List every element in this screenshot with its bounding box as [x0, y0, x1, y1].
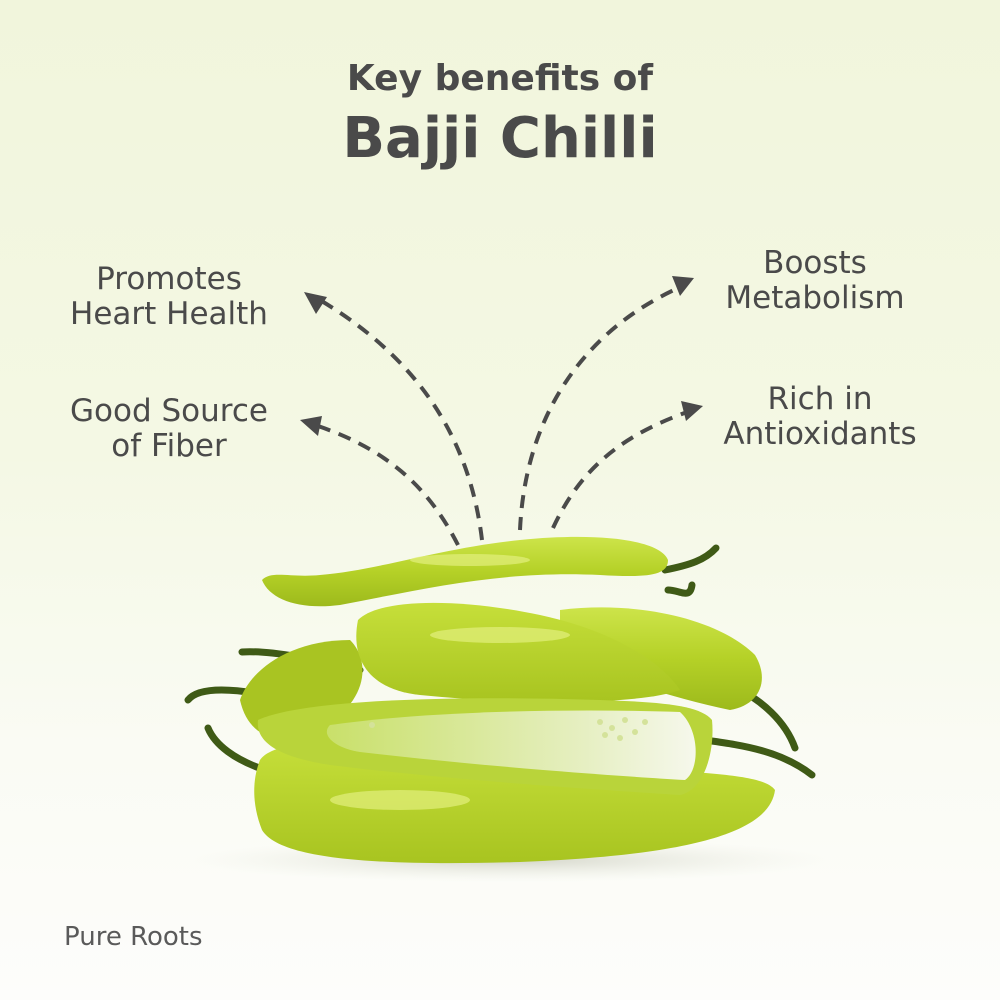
arrow-antioxidants-icon: [551, 408, 694, 529]
arrow-heart-icon: [318, 298, 484, 541]
benefit-heart-line1: Promotes: [96, 261, 242, 297]
benefit-metabolism: Boosts Metabolism: [690, 246, 940, 316]
benefit-fiber: Good Source of Fiber: [40, 394, 298, 464]
benefit-antioxidants-line1: Rich in: [767, 381, 873, 417]
benefit-fiber-line2: of Fiber: [111, 428, 227, 464]
title-line-1: Key benefits of: [346, 58, 654, 99]
benefit-fiber-line1: Good Source: [70, 393, 268, 429]
benefit-metabolism-line2: Metabolism: [725, 280, 905, 316]
benefit-metabolism-line1: Boosts: [763, 245, 867, 281]
benefit-heart-health: Promotes Heart Health: [40, 262, 298, 332]
title-line-2: Bajji Chilli: [342, 106, 658, 171]
benefit-heart-line2: Heart Health: [70, 296, 268, 332]
brand-name: Pure Roots: [64, 922, 203, 952]
arrow-metabolism-icon: [518, 283, 686, 531]
benefit-antioxidants-line2: Antioxidants: [723, 416, 917, 452]
arrow-fiber-icon: [314, 423, 460, 546]
benefit-antioxidants: Rich in Antioxidants: [690, 382, 950, 452]
